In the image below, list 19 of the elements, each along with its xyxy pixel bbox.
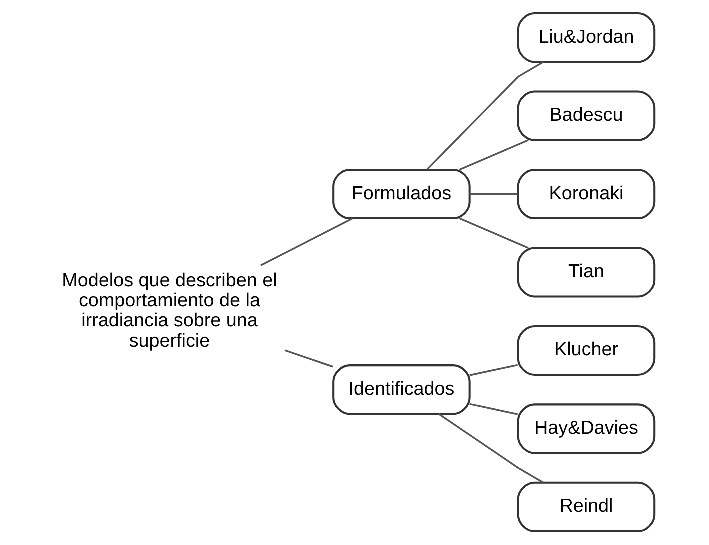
- node-box: Reindl: [517, 482, 656, 532]
- node-box: Badescu: [517, 90, 656, 142]
- node-box: Hay&Davies: [517, 404, 656, 454]
- node-text: Modelos que describen el comportamiento de la irradiancia sobre una superficie: [62, 270, 278, 352]
- node-box: Koronaki: [517, 168, 656, 220]
- connector: [284, 350, 334, 368]
- connector: [426, 61, 544, 171]
- connector: [470, 364, 518, 376]
- connector: [459, 218, 529, 249]
- node-box: Identificados: [332, 364, 471, 416]
- connector: [260, 218, 354, 266]
- node-box: Tian: [517, 247, 656, 298]
- connector: [438, 413, 544, 484]
- connector: [470, 193, 518, 196]
- connector: [470, 403, 518, 416]
- connector: [459, 140, 529, 171]
- node-box: Klucher: [517, 325, 656, 376]
- node-box: Formulados: [332, 168, 471, 220]
- node-box: Liu&Jordan: [517, 12, 656, 64]
